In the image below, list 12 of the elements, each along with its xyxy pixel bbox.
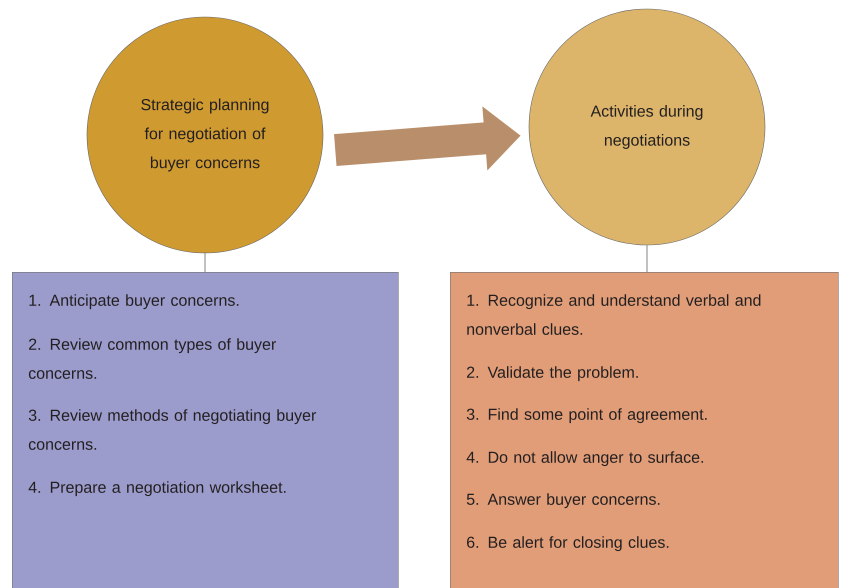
- list-item: 6. Be alert for closing clues.: [467, 536, 668, 552]
- connector-line: [204, 252, 206, 272]
- list-item: 3. Find some point of agreement.: [466, 408, 707, 424]
- list-item: 2. Review common types of buyer concerns.: [28, 338, 276, 379]
- list-item: 4. Do not allow anger to surface.: [466, 451, 704, 466]
- list-item: 5. Answer buyer concerns.: [466, 493, 660, 508]
- list-item: 3. Review methods of negotiating buyer concerns.: [28, 409, 316, 450]
- list-item: 4. Prepare a negotiation worksheet.: [28, 481, 286, 496]
- list-item: 2. Validate the problem.: [467, 366, 638, 382]
- list-item: 1. Recognize and understand verbal and nonverbal clues.: [467, 294, 760, 335]
- list-item: 1. Anticipate buyer concerns.: [29, 294, 238, 310]
- connector-line: [646, 244, 648, 272]
